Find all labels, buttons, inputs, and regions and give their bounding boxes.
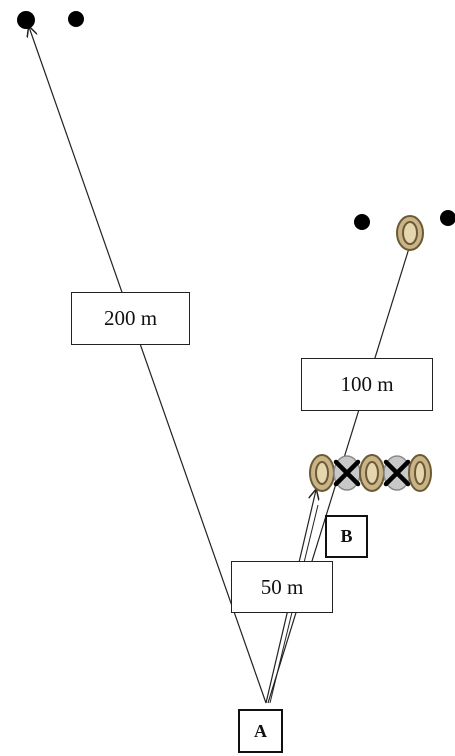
target-icon — [396, 215, 424, 251]
dot-icon — [68, 11, 84, 27]
point-a-label: A — [238, 709, 283, 753]
dot-icon — [17, 11, 35, 29]
dot-icon — [440, 210, 455, 226]
point-b-label: B — [325, 515, 368, 558]
dot-icon — [354, 214, 370, 230]
cross-mark-icon — [383, 455, 411, 491]
target-icon — [309, 454, 335, 492]
target-row — [309, 454, 432, 492]
distance-label-100m: 100 m — [301, 358, 433, 411]
target-icon — [359, 454, 385, 492]
line-200m — [29, 27, 267, 704]
distance-label-200m: 200 m — [71, 292, 190, 345]
cross-mark-icon — [333, 455, 361, 491]
distance-label-50m: 50 m — [231, 561, 333, 613]
target-icon — [408, 454, 432, 492]
